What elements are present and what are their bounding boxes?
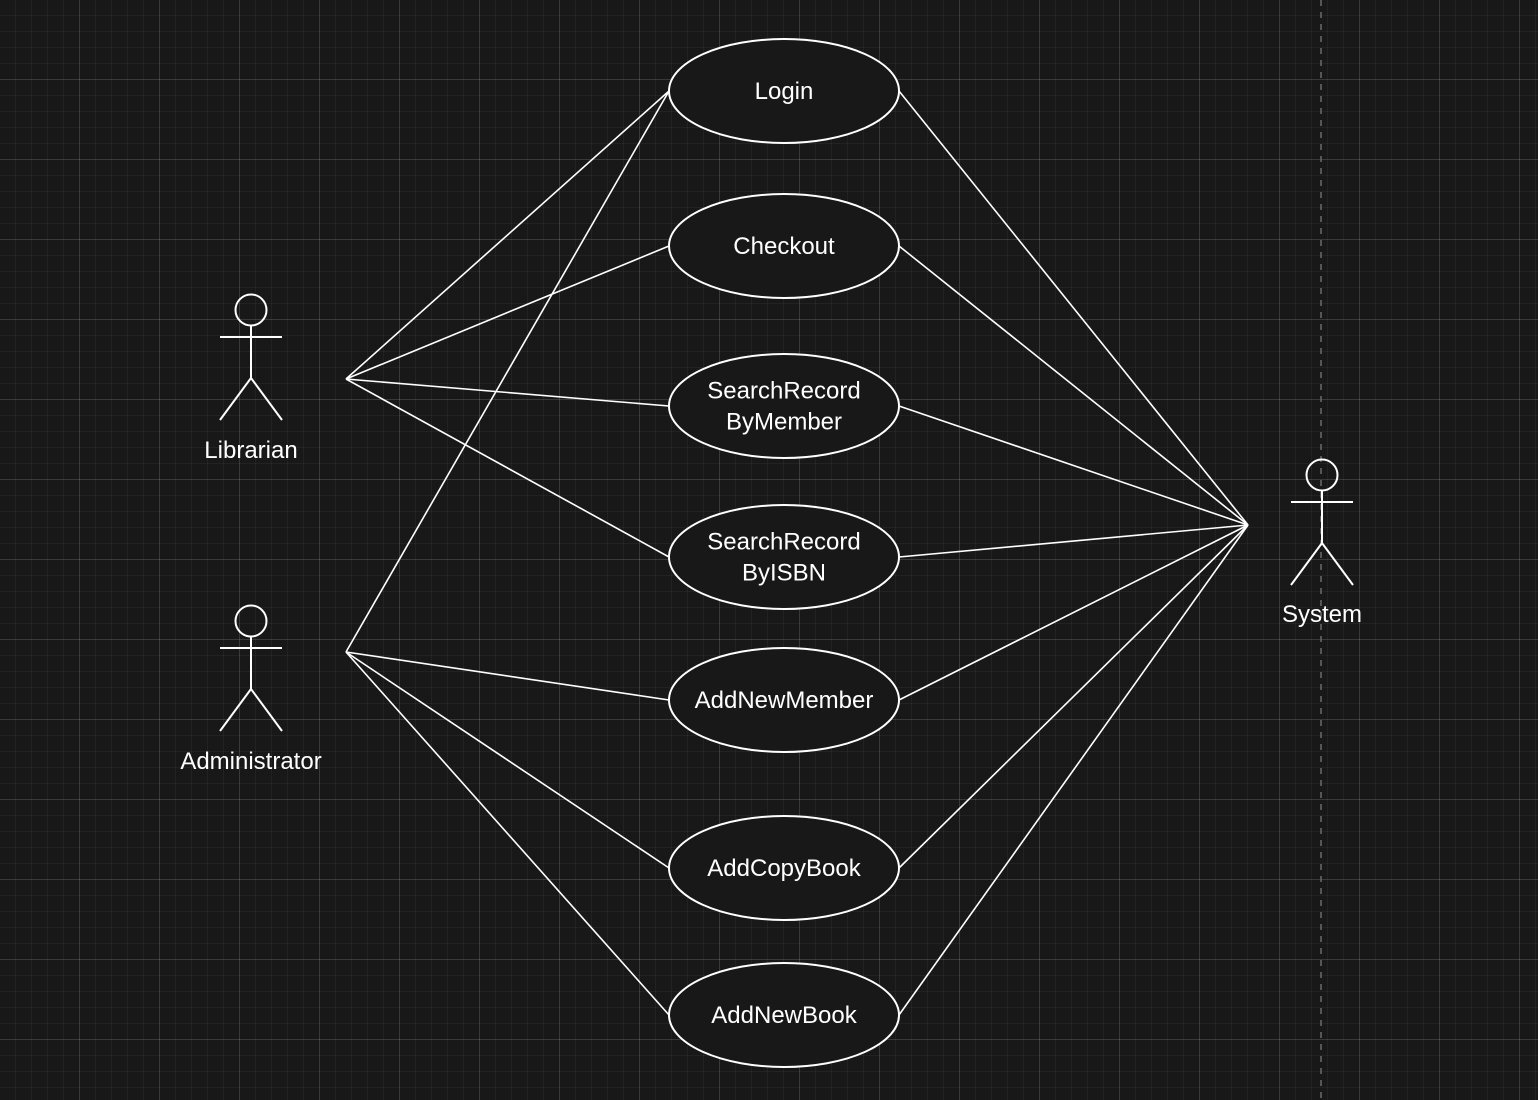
use-case-ellipse — [668, 815, 900, 921]
stick-figure-icon — [219, 293, 283, 421]
use-case-add-copy[interactable]: AddCopyBook — [668, 815, 900, 921]
use-cases: LoginCheckoutSearchRecordByMemberSearchR… — [668, 38, 900, 1068]
use-case-label: ByMember — [726, 409, 842, 436]
actor-system[interactable]: System — [1282, 458, 1362, 629]
use-case-label: AddCopyBook — [707, 855, 861, 882]
association-system-search-isbn — [898, 524, 1249, 558]
actor-label: System — [1282, 601, 1362, 628]
association-system-login — [898, 90, 1249, 526]
use-case-label: Checkout — [733, 233, 835, 260]
association-administrator-add-copy — [345, 651, 670, 869]
use-case-ellipse — [668, 647, 900, 753]
association-system-add-book — [898, 524, 1249, 1016]
use-case-checkout[interactable]: Checkout — [668, 193, 900, 299]
use-case-add-member[interactable]: AddNewMember — [668, 647, 900, 753]
actor-administrator[interactable]: Administrator — [180, 604, 322, 776]
use-case-add-book[interactable]: AddNewBook — [668, 962, 900, 1068]
use-case-ellipse — [668, 962, 900, 1068]
use-case-ellipse — [668, 504, 900, 610]
use-case-label: Login — [755, 78, 814, 105]
association-system-add-copy — [898, 524, 1249, 869]
association-administrator-add-member — [345, 651, 670, 701]
association-administrator-add-book — [345, 651, 670, 1016]
association-system-search-member — [898, 405, 1249, 526]
use-case-login[interactable]: Login — [668, 38, 900, 144]
use-case-label: SearchRecord — [707, 529, 860, 556]
association-librarian-checkout — [345, 245, 670, 380]
use-case-ellipse — [668, 38, 900, 144]
use-case-ellipse — [668, 353, 900, 459]
association-system-checkout — [898, 245, 1249, 526]
use-case-ellipse — [668, 193, 900, 299]
use-case-label: AddNewMember — [695, 687, 874, 714]
association-librarian-search-isbn — [345, 378, 670, 558]
association-librarian-search-member — [345, 378, 670, 407]
association-librarian-login — [345, 90, 670, 380]
use-case-label: SearchRecord — [707, 378, 860, 405]
association-administrator-login — [345, 90, 670, 653]
actor-label: Administrator — [180, 748, 321, 775]
stick-figure-icon — [219, 604, 283, 732]
use-case-label: ByISBN — [742, 560, 826, 587]
associations — [345, 90, 1249, 1016]
stick-figure-icon — [1290, 458, 1354, 586]
actor-librarian[interactable]: Librarian — [204, 293, 298, 465]
association-system-add-member — [898, 524, 1249, 701]
actor-label: Librarian — [204, 437, 297, 464]
use-case-label: AddNewBook — [711, 1002, 857, 1029]
